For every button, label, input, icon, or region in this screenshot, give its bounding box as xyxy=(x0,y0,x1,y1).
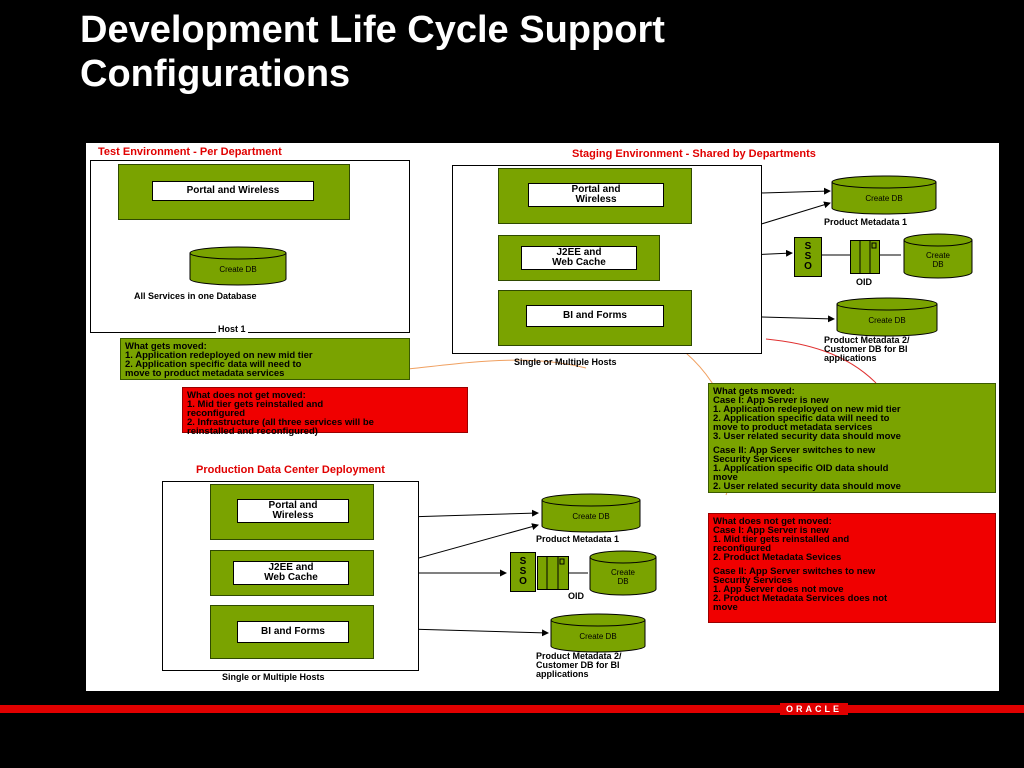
prod-db1-caption: Product Metadata 1 xyxy=(536,534,620,544)
oracle-logo: ORACLE xyxy=(780,703,848,715)
stage-oid-server-icon xyxy=(850,240,880,274)
prod-portal-label: Portal and Wireless xyxy=(237,499,349,523)
stage-db2-caption: Product Metadata 2/ Customer DB for BI a… xyxy=(824,335,910,363)
prod-bi-label: BI and Forms xyxy=(237,621,349,643)
stage-not-moved-note: What does not get moved: Case I: App Ser… xyxy=(708,513,996,623)
prod-db2-cylinder: Create DB xyxy=(550,613,646,653)
oracle-logo-text: ORACLE xyxy=(786,704,842,714)
prod-oid-db-label-2: DB xyxy=(617,577,628,586)
stage-j2ee-label: J2EE and Web Cache xyxy=(521,246,637,270)
callout-test-not-moved-line xyxy=(407,359,587,370)
prod-sso-letter-1: S xyxy=(519,556,527,567)
slide-title: Development Life Cycle Support Configura… xyxy=(80,8,980,96)
stage-db1-cylinder: Create DB xyxy=(831,175,937,215)
test-portal-label: Portal and Wireless xyxy=(152,181,314,201)
stage-db1-caption: Product Metadata 1 xyxy=(824,217,908,227)
stage-oid-db-cylinder: Create DB xyxy=(903,233,973,279)
test-db-label: Create DB xyxy=(219,265,256,274)
staging-env-title: Staging Environment - Shared by Departme… xyxy=(572,148,816,160)
prod-portal-box: Portal and Wireless xyxy=(210,484,374,540)
stage-db1-label: Create DB xyxy=(865,194,902,203)
prod-hosts-caption: Single or Multiple Hosts xyxy=(222,672,325,682)
prod-db2-label: Create DB xyxy=(579,632,616,641)
stage-portal-box: Portal and Wireless xyxy=(498,168,692,224)
prod-db2-caption: Product Metadata 2/ Customer DB for BI a… xyxy=(536,651,622,679)
test-env-title: Test Environment - Per Department xyxy=(98,146,282,158)
stage-moved-note: What gets moved: Case I: App Server is n… xyxy=(708,383,996,493)
test-not-moved-note: What does not get moved: 1. Mid tier get… xyxy=(182,387,468,436)
test-db-caption: All Services in one Database xyxy=(134,291,257,301)
slide-title-line-2: Configurations xyxy=(80,53,351,95)
diagram-panel: Test Environment - Per Department Portal… xyxy=(86,143,999,691)
stage-oid-label: OID xyxy=(856,277,873,287)
stage-oid-db-label-2: DB xyxy=(932,260,943,269)
prod-sso-letter-3: O xyxy=(519,576,527,587)
stage-bi-label: BI and Forms xyxy=(526,305,664,327)
test-db-cylinder: Create DB xyxy=(189,246,287,286)
prod-oid-server-icon xyxy=(537,556,569,590)
stage-sso-letter-2: S xyxy=(804,251,812,262)
stage-moved-case1: What gets moved: Case I: App Server is n… xyxy=(713,386,901,442)
stage-sso-letter-3: O xyxy=(804,261,812,272)
prod-sso-box: S S O xyxy=(510,552,536,592)
prod-db1-label: Create DB xyxy=(572,512,609,521)
prod-oid-db-label-1: Create xyxy=(611,568,636,577)
stage-sso-box: S S O xyxy=(794,237,822,277)
stage-db2-cylinder: Create DB xyxy=(836,297,938,337)
stage-moved-case2: Case II: App Server switches to new Secu… xyxy=(713,445,901,492)
prod-oid-db-cylinder: Create DB xyxy=(589,550,657,596)
footer-bar xyxy=(0,705,1024,713)
stage-j2ee-box: J2EE and Web Cache xyxy=(498,235,660,281)
stage-bi-box: BI and Forms xyxy=(498,290,692,346)
prod-sso-letter-2: S xyxy=(519,566,527,577)
stage-not-moved-case2: Case II: App Server switches to new Secu… xyxy=(713,566,888,613)
slide-title-line-1: Development Life Cycle Support xyxy=(80,9,665,51)
test-moved-note: What gets moved: 1. Application redeploy… xyxy=(120,338,410,380)
stage-oid-db-label-1: Create xyxy=(926,251,951,260)
prod-j2ee-box: J2EE and Web Cache xyxy=(210,550,374,596)
stage-not-moved-case1: What does not get moved: Case I: App Ser… xyxy=(713,516,850,563)
prod-oid-label: OID xyxy=(568,591,585,601)
stage-db2-label: Create DB xyxy=(868,316,905,325)
stage-portal-label: Portal and Wireless xyxy=(528,183,664,207)
production-env-title: Production Data Center Deployment xyxy=(196,464,385,476)
stage-hosts-caption: Single or Multiple Hosts xyxy=(514,357,617,367)
prod-db1-cylinder: Create DB xyxy=(541,493,641,533)
prod-j2ee-label: J2EE and Web Cache xyxy=(233,561,349,585)
test-host-label: Host 1 xyxy=(216,324,248,334)
callout-stage-line xyxy=(765,338,877,384)
test-portal-box: Portal and Wireless xyxy=(118,164,350,220)
prod-bi-box: BI and Forms xyxy=(210,605,374,659)
stage-sso-letter-1: S xyxy=(804,241,812,252)
